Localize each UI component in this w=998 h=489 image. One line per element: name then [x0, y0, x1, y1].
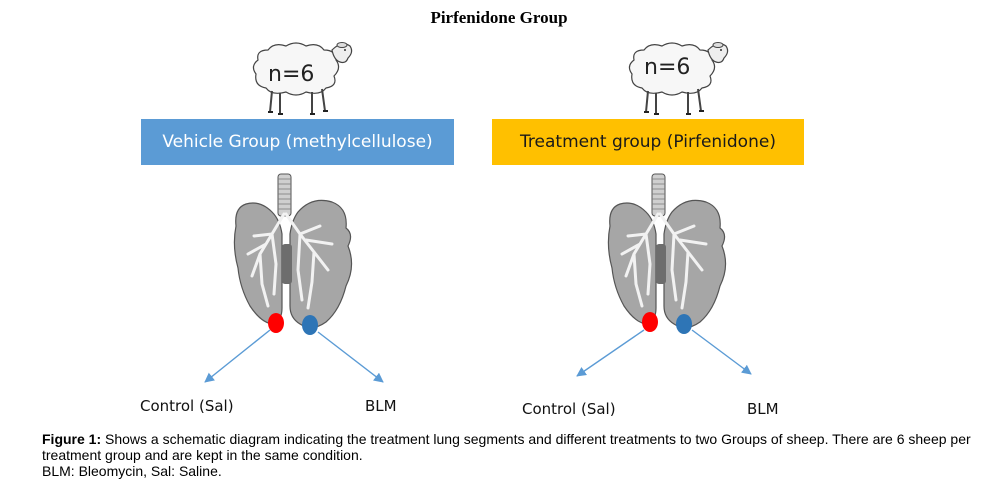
blm-label: BLM [365, 397, 397, 415]
arrow-icon [204, 329, 271, 383]
sheep-count-label: n=6 [268, 62, 315, 87]
control-label: Control (Sal) [522, 400, 616, 418]
sheep-count-label: n=6 [644, 55, 691, 80]
vehicle-group-box: Vehicle Group (methylcellulose) [141, 119, 454, 165]
lung-icon [606, 172, 728, 330]
treatment-group-box: Treatment group (Pirfenidone) [492, 119, 804, 165]
lung-icon [232, 172, 354, 330]
arrow-icon [576, 329, 645, 377]
arrow-icon [317, 331, 384, 383]
diagram-title: Pirfenidone Group [430, 8, 568, 27]
control-label: Control (Sal) [140, 397, 234, 415]
caption-label: Figure 1: [42, 431, 102, 447]
blm-marker [302, 315, 318, 335]
caption-text: Shows a schematic diagram indicating the… [42, 431, 971, 463]
blm-marker [676, 314, 692, 334]
control-marker [642, 312, 658, 332]
blm-label: BLM [747, 400, 779, 418]
caption-abbreviations: BLM: Bleomycin, Sal: Saline. [42, 463, 222, 479]
arrow-icon [691, 329, 752, 375]
figure-caption: Figure 1: Shows a schematic diagram indi… [42, 431, 972, 479]
control-marker [268, 313, 284, 333]
